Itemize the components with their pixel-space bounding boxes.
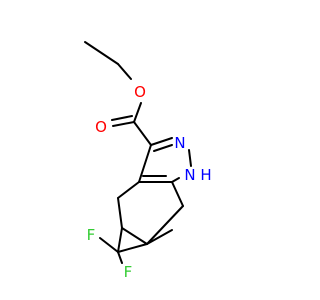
bond-methyl: [146, 229, 173, 245]
bond-c3a-c4: [117, 181, 140, 199]
bond-ethyl-oxygen: [117, 63, 132, 80]
bond-methyl-ethyl: [84, 41, 119, 65]
nitrogen-label: N: [174, 134, 185, 152]
bond-cf2-f-upper: [99, 237, 119, 253]
bond-c4a-cf2: [117, 227, 123, 253]
nitrogen-h-label: N: [184, 166, 195, 184]
bond-c3-n2-inner: [153, 144, 173, 152]
atom-label-layer: O O N N H F F: [87, 83, 212, 281]
oxygen-carbonyl-label: O: [95, 118, 107, 136]
bond-cf2-f-lower: [117, 251, 123, 264]
bond-c6a-cf2: [117, 243, 148, 253]
bond-c7a-c7: [171, 181, 184, 207]
bond-c3-n2-outer: [150, 137, 173, 146]
oxygen-ester-label: O: [134, 83, 146, 101]
bond-c4-c4a: [117, 197, 123, 229]
fluorine-upper-label: F: [87, 226, 96, 244]
bond-layer: [84, 41, 192, 264]
bond-carbonyl-double-2: [111, 115, 133, 121]
bond-c7-c6a: [146, 205, 184, 245]
bond-oxygen-carbonyl-carbon: [133, 102, 142, 123]
fluorine-lower-label: F: [124, 263, 133, 281]
hydrogen-label: H: [200, 166, 211, 184]
bond-carbonyl-to-ring: [133, 121, 152, 146]
bond-n2-n1: [188, 149, 192, 167]
molecule-structure: O O N N H F F: [84, 41, 212, 281]
bond-carbonyl-double-1: [112, 121, 135, 127]
bond-c4a-c6a: [121, 227, 148, 245]
bond-c3-c3a: [138, 144, 152, 183]
bond-n1-c7a: [171, 177, 180, 183]
